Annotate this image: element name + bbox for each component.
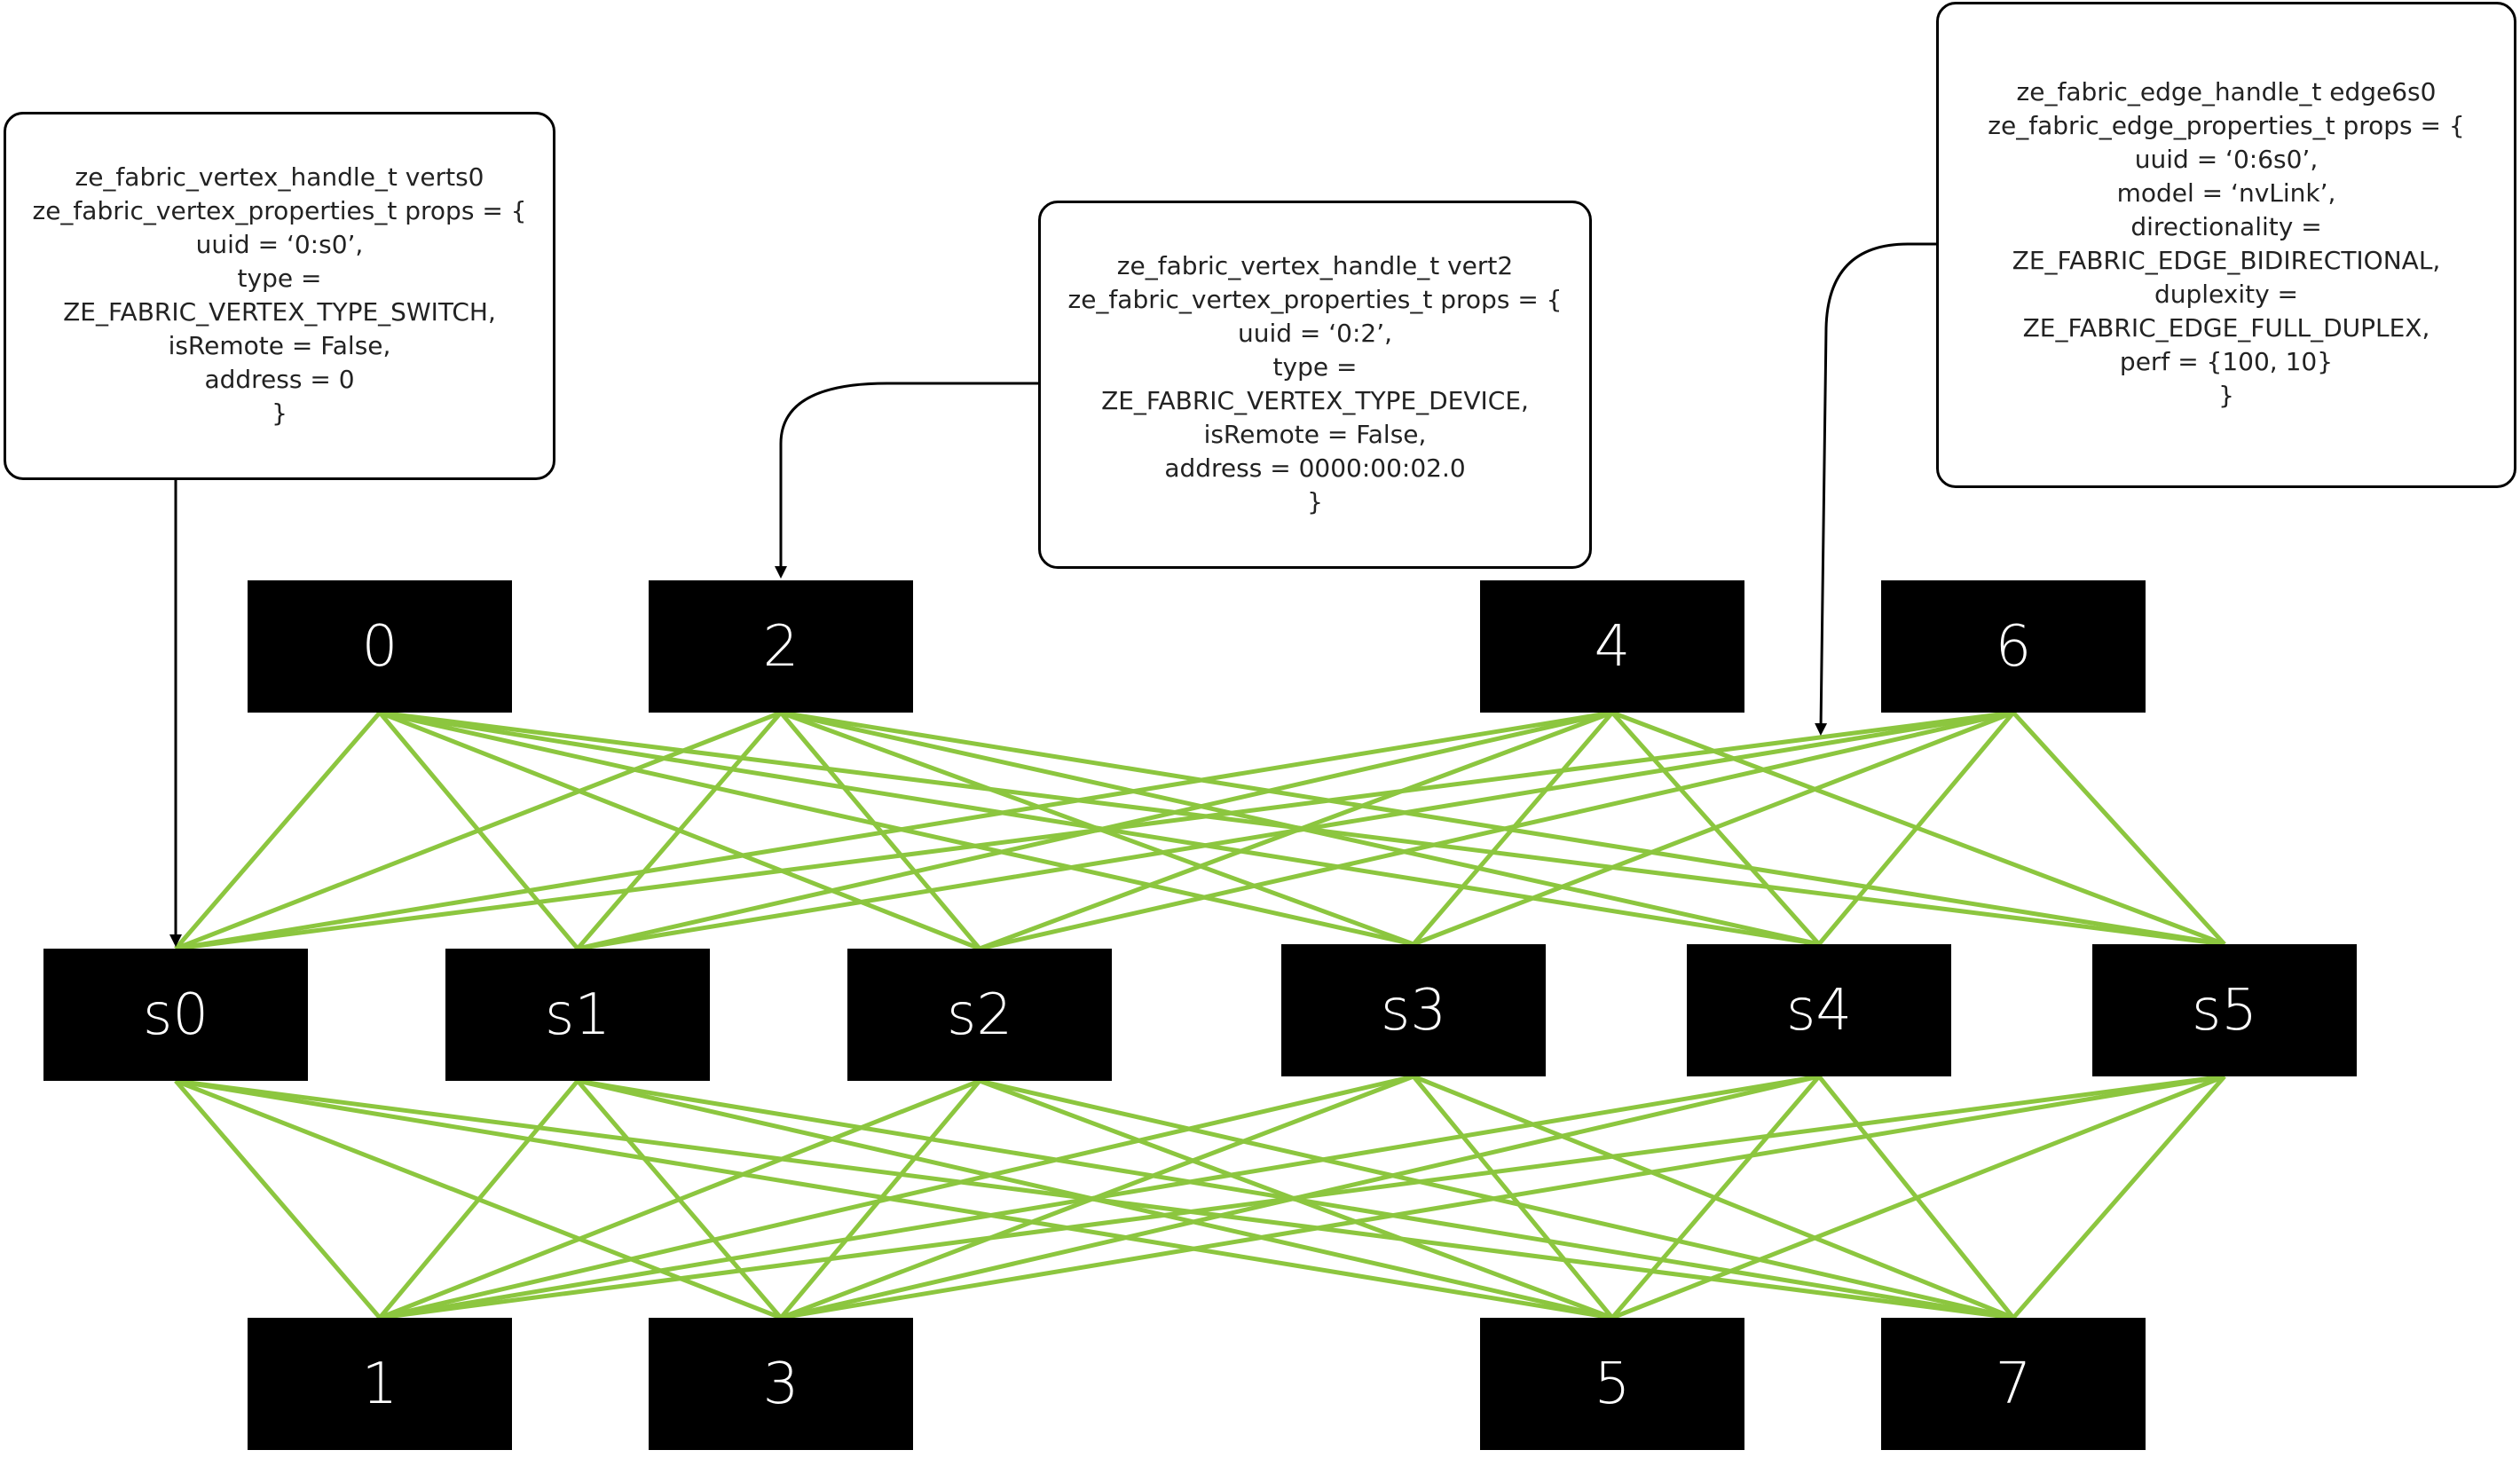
- callout-line: type =: [237, 264, 322, 293]
- callout-edge: ze_fabric_edge_handle_t edge6s0 ze_fabri…: [1936, 2, 2516, 488]
- switch-node-s1: s1: [445, 949, 710, 1081]
- callout-line: }: [1307, 487, 1323, 516]
- device-node-0: 0: [248, 580, 512, 713]
- device-node-5: 5: [1480, 1318, 1744, 1450]
- edge-s2-7: [979, 1078, 2014, 1320]
- callout-line: ze_fabric_vertex_properties_t props = {: [1067, 285, 1563, 314]
- edge-s4-7: [1817, 1075, 2015, 1320]
- device-node-label: 6: [1995, 613, 2032, 680]
- callout-line: ZE_FABRIC_EDGE_FULL_DUPLEX,: [2022, 313, 2430, 343]
- edge-s3-3: [780, 1074, 1414, 1320]
- callout-line: uuid = ‘0:s0’,: [195, 230, 364, 259]
- callout-line: uuid = ‘0:2’,: [1237, 319, 1393, 348]
- device-node-4: 4: [1480, 580, 1744, 713]
- edge-s3-5: [1412, 1075, 1614, 1320]
- switch-node-label: s1: [544, 981, 611, 1048]
- edge-s1-3: [576, 1079, 783, 1320]
- callout-line: directionality =: [2130, 212, 2322, 241]
- edge-6-s3: [1413, 710, 2014, 947]
- edge-4-s0: [175, 710, 1613, 951]
- callout-pointer-device: [775, 382, 1038, 579]
- device-node-label: 3: [762, 1351, 799, 1417]
- device-node-label: 5: [1594, 1351, 1631, 1417]
- callout-line: ZE_FABRIC_VERTEX_TYPE_SWITCH,: [63, 297, 496, 327]
- callout-line: ze_fabric_vertex_handle_t verts0: [75, 162, 484, 192]
- switch-node-s2: s2: [847, 949, 1112, 1081]
- callout-line: address = 0: [204, 365, 355, 394]
- callout-line: ze_fabric_edge_handle_t edge6s0: [2016, 77, 2437, 106]
- callout-line: uuid = ‘0:6s0’,: [2134, 145, 2319, 174]
- edge-0-s0: [174, 711, 382, 950]
- callout-vertex-device: ze_fabric_vertex_handle_t vert2 ze_fabri…: [1038, 201, 1592, 569]
- edge-6-s5: [2012, 711, 2226, 946]
- edge-s4-3: [780, 1074, 1820, 1320]
- edge-2-s0: [175, 710, 782, 951]
- callout-line: ze_fabric_vertex_properties_t props = {: [32, 196, 527, 225]
- edge-s0-3: [175, 1078, 782, 1320]
- edge-s3-7: [1413, 1074, 2014, 1320]
- device-node-label: 4: [1594, 613, 1631, 680]
- edge-group: [174, 710, 2226, 1320]
- callout-line: ze_fabric_vertex_handle_t vert2: [1116, 251, 1514, 280]
- switch-node-label: s2: [946, 981, 1013, 1048]
- edge-s3-1: [379, 1074, 1414, 1320]
- edge-6-s0: [175, 710, 2014, 951]
- edge-6-s4: [1817, 711, 2015, 946]
- device-node-2: 2: [649, 580, 913, 713]
- callout-line: perf = {100, 10}: [2119, 347, 2334, 376]
- edge-6-s1: [577, 710, 2014, 951]
- device-node-6: 6: [1881, 580, 2146, 713]
- callout-line: ZE_FABRIC_EDGE_BIDIRECTIONAL,: [2012, 246, 2441, 275]
- switch-node-label: s5: [2191, 977, 2258, 1044]
- device-node-label: 0: [361, 613, 398, 680]
- callout-line: duplexity =: [2154, 280, 2299, 309]
- switch-node-s3: s3: [1281, 944, 1546, 1076]
- callout-line: model = ‘nvLink’,: [2116, 178, 2336, 208]
- edge-s2-3: [779, 1079, 981, 1320]
- switch-node-label: s4: [1785, 977, 1853, 1044]
- callout-line: }: [2218, 381, 2234, 410]
- switch-node-label: s0: [142, 981, 209, 1048]
- device-node-label: 1: [361, 1351, 398, 1417]
- callout-vertex-switch: ze_fabric_vertex_handle_t verts0 ze_fabr…: [4, 112, 555, 480]
- switch-node-s5: s5: [2092, 944, 2357, 1076]
- edge-s0-5: [175, 1078, 1613, 1320]
- device-node-1: 1: [248, 1318, 512, 1450]
- callout-line: type =: [1272, 352, 1358, 382]
- callout-line: address = 0000:00:02.0: [1164, 453, 1466, 483]
- edge-s5-7: [2012, 1075, 2226, 1320]
- pointer-group: [169, 242, 1936, 947]
- callout-line: isRemote = False,: [168, 331, 391, 360]
- switch-node-s4: s4: [1687, 944, 1951, 1076]
- callout-pointer-edge: [1815, 242, 1936, 736]
- device-node-label: 2: [762, 613, 799, 680]
- callout-line: ZE_FABRIC_VERTEX_TYPE_DEVICE,: [1101, 386, 1529, 415]
- callout-line: }: [272, 398, 287, 428]
- callout-line: ze_fabric_edge_properties_t props = {: [1988, 111, 2465, 140]
- edge-s5-3: [780, 1074, 2225, 1320]
- switch-node-label: s3: [1380, 977, 1447, 1044]
- edge-s0-7: [175, 1078, 2014, 1320]
- switch-node-s0: s0: [43, 949, 308, 1081]
- device-node-3: 3: [649, 1318, 913, 1450]
- edge-2-s1: [576, 711, 783, 950]
- device-node-7: 7: [1881, 1318, 2146, 1450]
- device-node-label: 7: [1995, 1351, 2032, 1417]
- callout-line: isRemote = False,: [1203, 420, 1427, 449]
- edge-s1-7: [577, 1078, 2014, 1320]
- edge-s0-1: [174, 1079, 382, 1320]
- edge-6-s2: [979, 710, 2014, 951]
- edge-2-s2: [779, 711, 981, 950]
